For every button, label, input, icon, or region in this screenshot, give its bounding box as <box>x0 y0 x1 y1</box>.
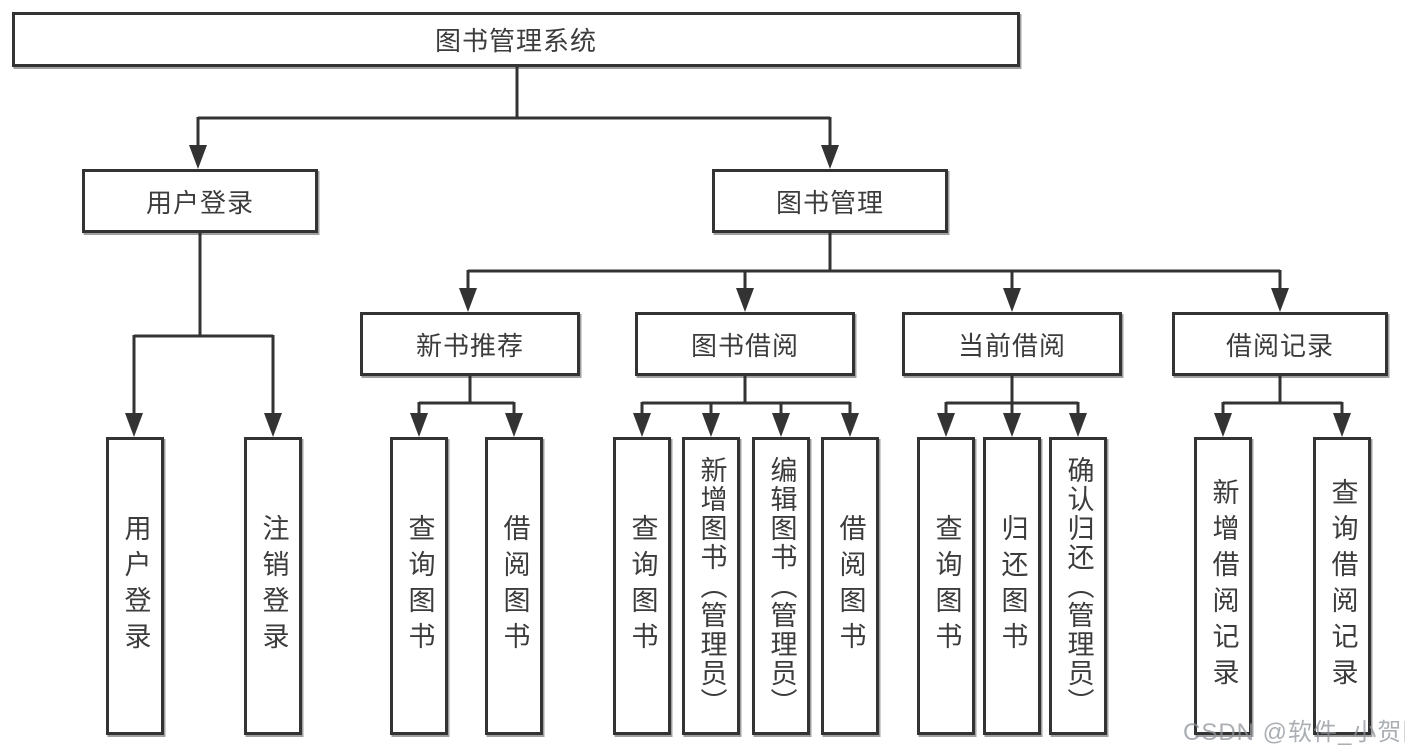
node-borrow-records-label: 借阅记录 <box>1225 330 1334 361</box>
leaf-borrow-books-2: 借阅图书 <box>821 437 879 735</box>
leaf-return-books: 归还图书 <box>983 437 1041 735</box>
arrowheads <box>125 145 1351 437</box>
leaf-query-books-current: 查询图书 <box>917 437 975 735</box>
leaf-query-books-borrowing-label: 查询图书 <box>627 514 658 658</box>
node-user-login-label: 用户登录 <box>145 187 254 218</box>
leaf-confirm-return-admin-label: 确认归还（管理员） <box>1063 455 1094 717</box>
node-current-borrowing: 当前借阅 <box>902 312 1122 376</box>
node-root: 图书管理系统 <box>12 12 1020 67</box>
node-user-login: 用户登录 <box>82 169 318 233</box>
node-book-borrowing: 图书借阅 <box>635 312 855 376</box>
leaf-add-book-admin: 新增图书（管理员） <box>682 437 740 735</box>
leaf-edit-book-admin-label: 编辑图书（管理员） <box>766 455 797 717</box>
leaf-query-borrow-record-label: 查询借阅记录 <box>1327 478 1358 694</box>
node-root-label: 图书管理系统 <box>434 26 597 56</box>
node-new-book-recommend: 新书推荐 <box>360 312 580 376</box>
node-book-management: 图书管理 <box>712 169 948 233</box>
leaf-query-books-recommend-label: 查询图书 <box>404 514 435 658</box>
node-new-book-recommend-label: 新书推荐 <box>415 330 524 361</box>
leaf-add-book-admin-label: 新增图书（管理员） <box>696 455 727 717</box>
leaf-query-books-recommend: 查询图书 <box>390 437 448 735</box>
leaf-confirm-return-admin: 确认归还（管理员） <box>1049 437 1107 735</box>
leaf-borrow-books-2-label: 借阅图书 <box>835 514 866 658</box>
node-book-borrowing-label: 图书借阅 <box>690 330 799 361</box>
leaf-user-login-label: 用户登录 <box>120 514 151 658</box>
leaf-query-books-current-label: 查询图书 <box>931 514 962 658</box>
leaf-add-borrow-record-label: 新增借阅记录 <box>1208 478 1239 694</box>
leaf-borrow-books-recommend-label: 借阅图书 <box>499 514 530 658</box>
node-borrow-records: 借阅记录 <box>1172 312 1388 376</box>
leaf-borrow-books-recommend: 借阅图书 <box>485 437 543 735</box>
watermark: CSDN @软件_小贺同学 <box>1183 719 1405 746</box>
node-current-borrowing-label: 当前借阅 <box>957 330 1066 361</box>
node-book-management-label: 图书管理 <box>775 187 884 218</box>
leaf-return-books-label: 归还图书 <box>997 514 1028 658</box>
leaf-query-borrow-record: 查询借阅记录 <box>1313 437 1371 735</box>
leaf-logout: 注销登录 <box>244 437 302 735</box>
leaf-edit-book-admin: 编辑图书（管理员） <box>752 437 810 735</box>
leaf-logout-label: 注销登录 <box>258 514 289 658</box>
leaf-query-books-borrowing: 查询图书 <box>613 437 671 735</box>
leaf-user-login: 用户登录 <box>106 437 164 735</box>
leaf-add-borrow-record: 新增借阅记录 <box>1194 437 1252 735</box>
